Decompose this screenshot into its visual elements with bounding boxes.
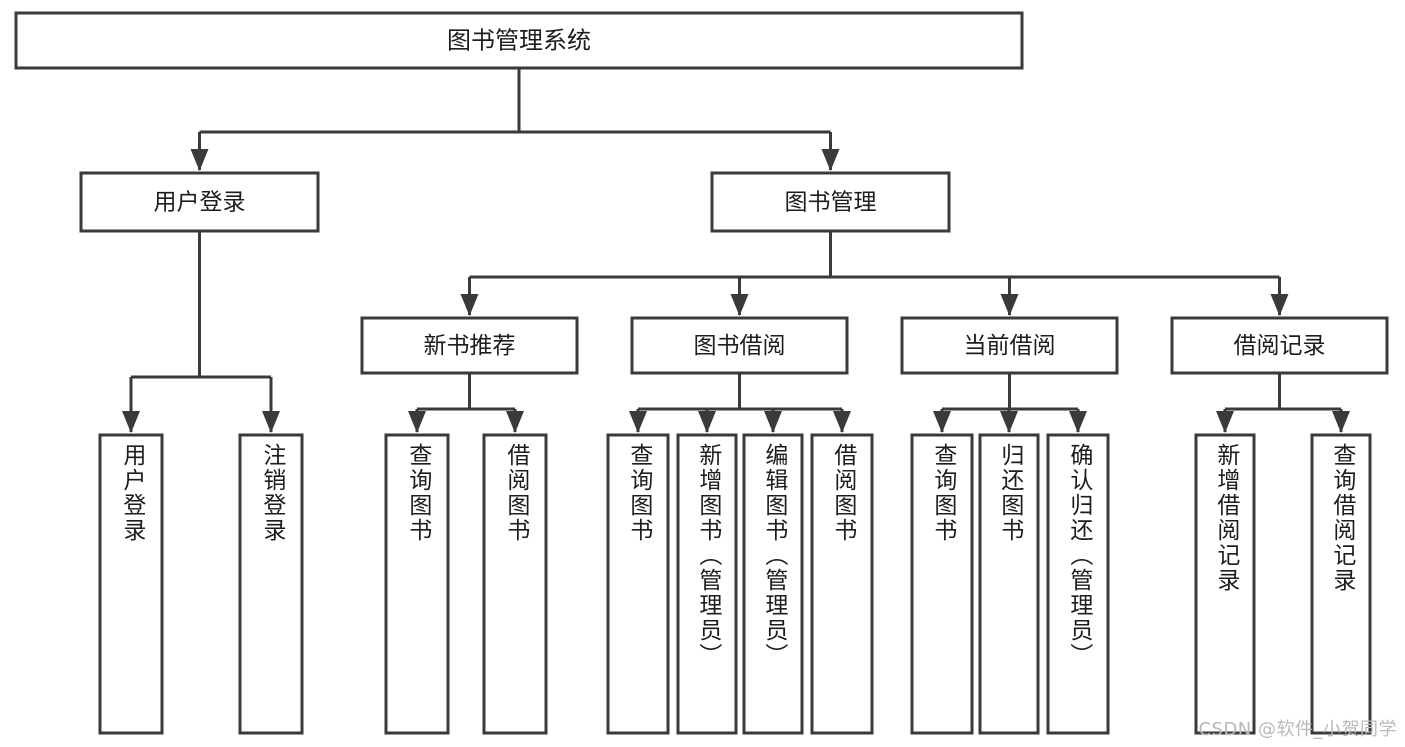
node-book-borrow-label: 图书借阅: [694, 333, 786, 359]
arrow-head-icon-book-management: [821, 149, 840, 171]
arrow-head-icon-book-borrow: [730, 294, 749, 316]
node-leaf-query-book-2[interactable]: [606, 433, 670, 735]
node-leaf-query-borrow-record[interactable]: [1310, 433, 1372, 735]
node-book-management-label: 图书管理: [785, 190, 877, 216]
arrow-head-icon-current-borrow: [1000, 294, 1019, 316]
node-new-book-recommend[interactable]: [360, 316, 579, 375]
arrow-head-icon-leaf-confirm-return-admin: [1069, 411, 1087, 433]
node-book-management[interactable]: [710, 171, 951, 233]
arrow-head-icon-leaf-return-book: [1000, 411, 1018, 433]
watermark-credit: CSDN @软件_小贺同学: [1198, 719, 1397, 740]
node-user-login[interactable]: [79, 171, 320, 233]
arrow-head-icon-leaf-edit-book-admin: [764, 411, 782, 433]
arrow-head-icon-leaf-borrow-book-2: [833, 411, 851, 433]
node-borrow-records[interactable]: [1170, 316, 1389, 375]
arrow-head-icon-leaf-query-book-2: [629, 411, 647, 433]
node-current-borrow[interactable]: [900, 316, 1119, 375]
node-box-layer: [14, 11, 1389, 735]
arrow-head-icon-leaf-user-login: [122, 411, 140, 433]
arrow-head-icon-leaf-add-book-admin: [698, 411, 716, 433]
node-leaf-query-book-3[interactable]: [910, 433, 974, 735]
node-root-system-label: 图书管理系统: [447, 27, 591, 55]
node-leaf-add-borrow-record[interactable]: [1194, 433, 1256, 735]
node-leaf-borrow-book-2[interactable]: [810, 433, 874, 735]
arrow-head-icon-leaf-query-borrow-record: [1332, 411, 1350, 433]
arrow-head-icon-new-book-recommend: [460, 294, 479, 316]
node-leaf-user-login[interactable]: [98, 433, 164, 735]
arrow-head-icon-leaf-borrow-book-1: [506, 411, 524, 433]
connector-layer: [122, 68, 1350, 433]
arrow-head-icon-user-login: [190, 149, 209, 171]
node-leaf-return-book[interactable]: [978, 433, 1040, 735]
node-leaf-edit-book-admin[interactable]: [742, 433, 804, 735]
node-leaf-add-book-admin[interactable]: [676, 433, 738, 735]
node-new-book-recommend-label: 新书推荐: [424, 333, 516, 359]
node-leaf-borrow-book-1[interactable]: [482, 433, 548, 735]
node-user-login-label: 用户登录: [154, 190, 246, 216]
node-leaf-query-book-1[interactable]: [384, 433, 450, 735]
arrow-head-icon-leaf-logout-login: [262, 411, 280, 433]
arrow-head-icon-leaf-query-book-1: [408, 411, 426, 433]
node-book-borrow[interactable]: [630, 316, 849, 375]
node-current-borrow-label: 当前借阅: [964, 333, 1056, 359]
node-borrow-records-label: 借阅记录: [1234, 333, 1326, 359]
node-root-system[interactable]: [14, 11, 1024, 70]
node-leaf-confirm-return-admin[interactable]: [1046, 433, 1110, 735]
arrow-head-icon-leaf-query-book-3: [933, 411, 951, 433]
arrow-head-icon-borrow-records: [1270, 294, 1289, 316]
arrow-head-icon-leaf-add-borrow-record: [1216, 411, 1234, 433]
node-leaf-logout-login[interactable]: [238, 433, 304, 735]
